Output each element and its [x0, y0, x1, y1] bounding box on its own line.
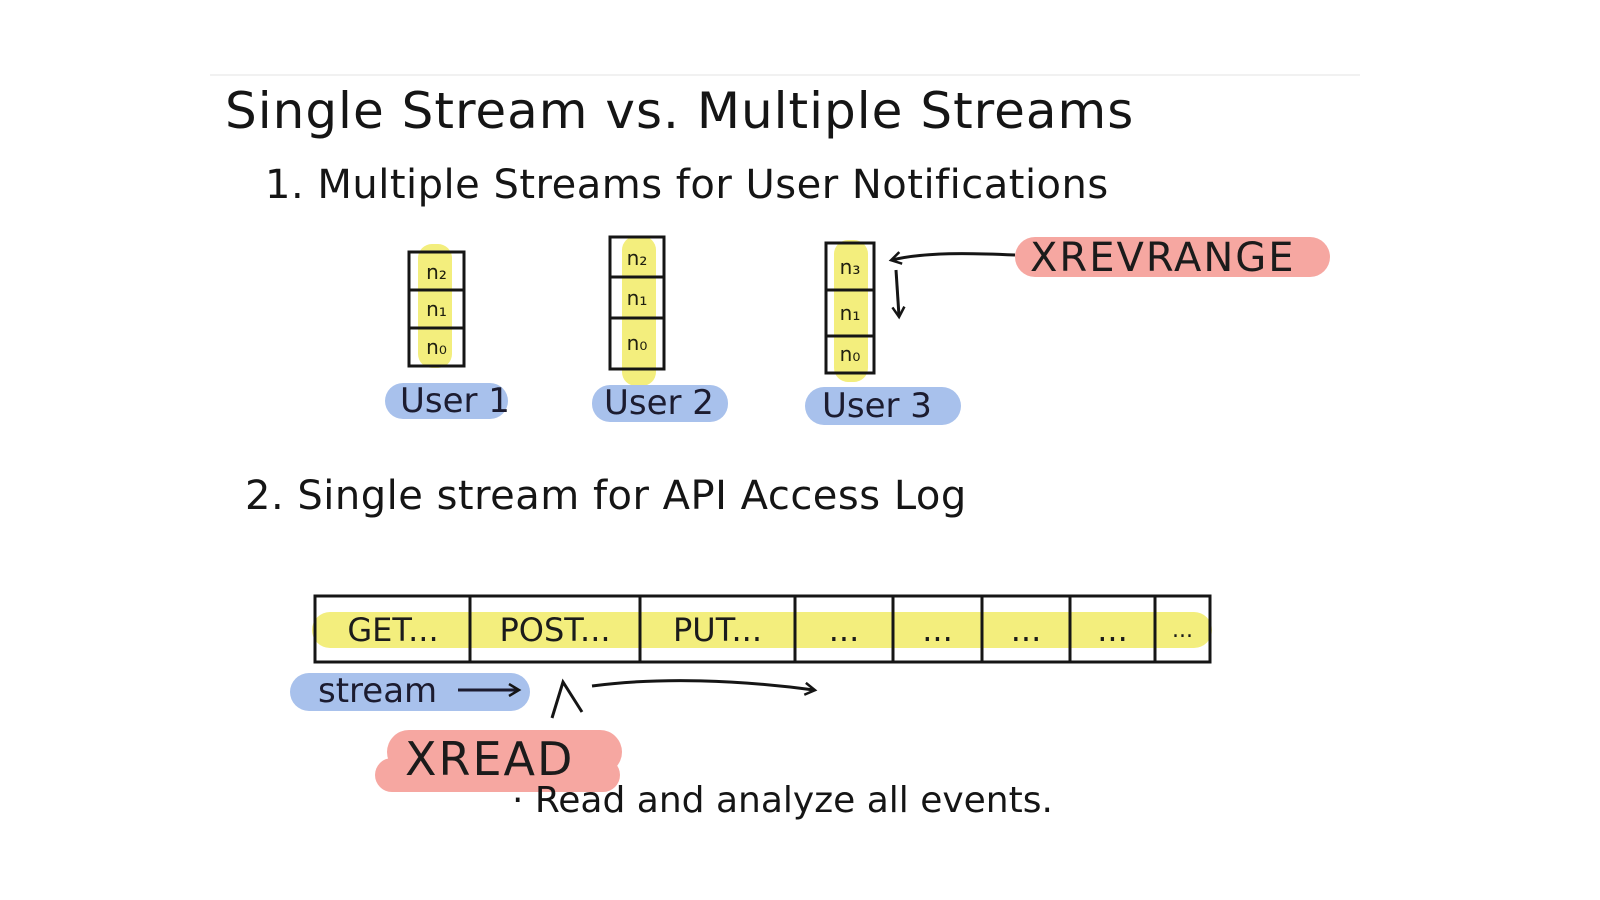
page-title: Single Stream vs. Multiple Streams: [225, 82, 1135, 140]
stream-label-highlight: [290, 673, 530, 711]
user3-entry: n₀: [839, 342, 861, 366]
user1-entry: n₂: [426, 259, 447, 284]
user3-entry: n₃: [839, 255, 861, 279]
xrevrange-command: XREVRANGE: [1030, 235, 1296, 281]
log-highlight: [312, 612, 1212, 648]
user2-label: User 2: [604, 383, 714, 423]
user2-label-highlight: [592, 385, 728, 422]
user3-entry: n₁: [839, 301, 861, 325]
section1-heading: 1. Multiple Streams for User Notificatio…: [265, 162, 1109, 208]
user3-label-highlight: [805, 387, 961, 425]
xrevrange-arrow: [892, 254, 1016, 260]
user1-stream-highlight: [418, 244, 452, 368]
user1-label-highlight: [385, 383, 508, 419]
xread-command: XREAD: [405, 732, 575, 786]
user2-entry: n₂: [626, 245, 648, 270]
user3-stream-highlight: [834, 240, 868, 382]
section2-heading: 2. Single stream for API Access Log: [245, 473, 967, 519]
read-forward-arrow: [591, 679, 814, 690]
user1-stream-box: [407, 250, 466, 368]
user3-label: User 3: [822, 386, 932, 426]
user2-entry: n₀: [626, 331, 648, 355]
api-log-stream-box: [313, 594, 1212, 664]
log-entry: ...: [1010, 611, 1042, 649]
log-entry: GET...: [347, 611, 439, 649]
xread-highlight-lower: [375, 758, 620, 792]
xrevrange-highlight: [1015, 237, 1330, 277]
stream-label: stream: [318, 671, 438, 711]
read-note: · Read and analyze all events.: [512, 780, 1053, 821]
log-entry: ...: [1097, 611, 1128, 649]
log-entry: ...: [828, 611, 860, 649]
log-entry: ...: [922, 611, 953, 649]
user1-label: User 1: [400, 381, 510, 421]
user2-stream-box: [608, 235, 666, 371]
log-entry: ...: [1172, 617, 1193, 643]
reverse-read-arrow: [896, 269, 899, 316]
user2-stream-highlight: [622, 236, 656, 386]
log-entry: POST...: [499, 611, 611, 649]
user1-entry: n₁: [426, 297, 447, 321]
user1-entry: n₀: [426, 335, 447, 359]
log-entry: PUT...: [673, 611, 762, 649]
user3-stream-box: [824, 241, 876, 375]
read-position-arrow: [550, 678, 584, 719]
user2-entry: n₁: [626, 285, 648, 310]
